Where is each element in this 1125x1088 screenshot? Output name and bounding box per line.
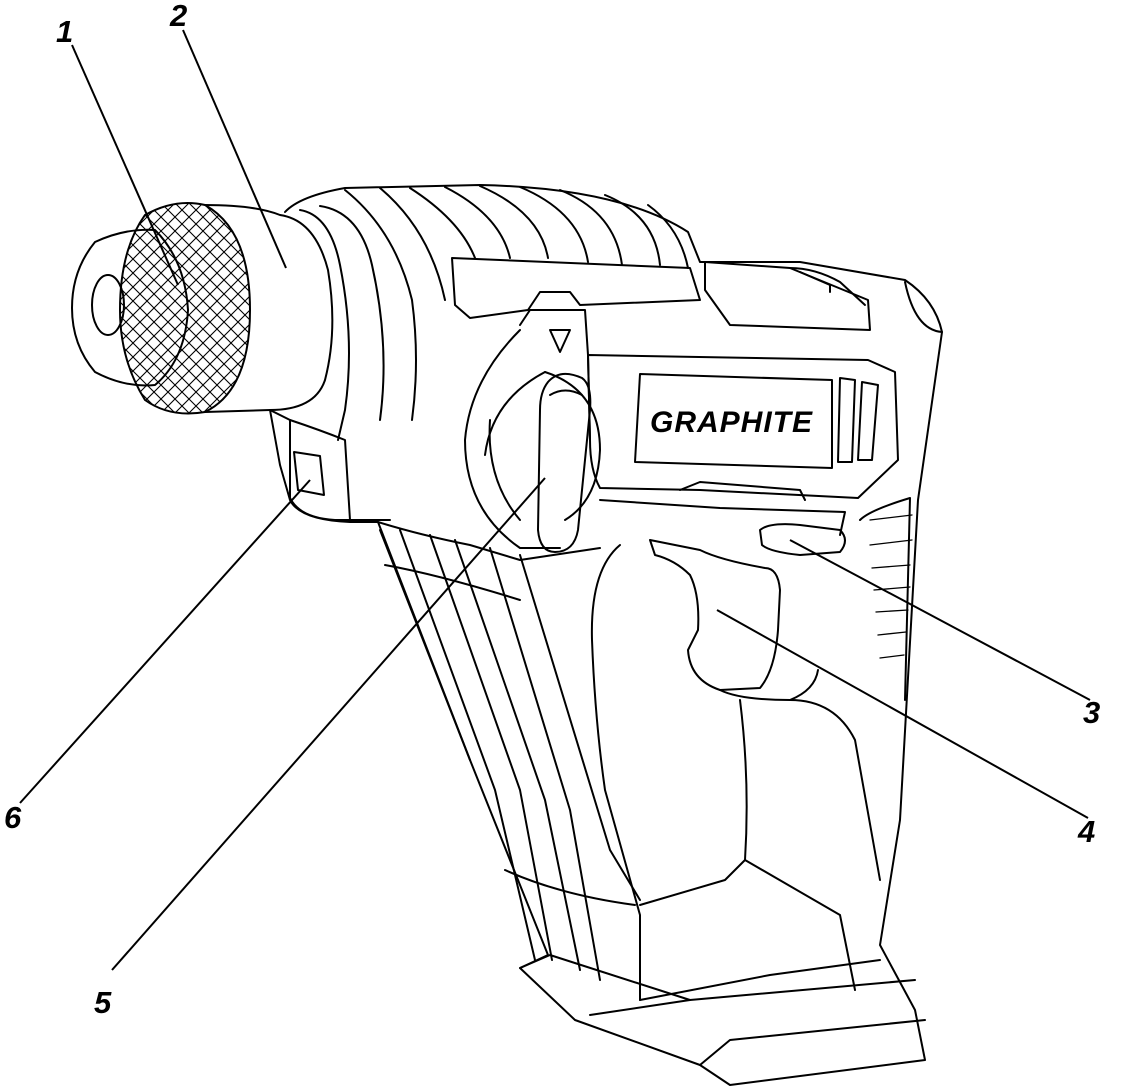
callout-5: 5 bbox=[94, 985, 112, 1020]
indicator-window bbox=[293, 451, 325, 496]
tool-chuck-nose bbox=[71, 228, 189, 387]
callout-2: 2 bbox=[169, 0, 187, 33]
main-housing bbox=[269, 184, 943, 1086]
callout-4: 4 bbox=[1077, 814, 1095, 849]
callout-3: 3 bbox=[1083, 695, 1100, 730]
callout-6: 6 bbox=[4, 800, 22, 835]
handle bbox=[377, 497, 926, 1066]
direction-switch[interactable] bbox=[759, 523, 846, 556]
knurled-sleeve bbox=[118, 202, 252, 415]
callout-1: 1 bbox=[56, 14, 73, 49]
brand-logo: GRAPHITE bbox=[650, 406, 813, 439]
chuck-collar bbox=[204, 204, 334, 421]
callout-labels: 1 2 3 4 5 6 bbox=[4, 0, 1100, 1020]
leader-lines bbox=[19, 29, 1091, 971]
mode-selector-knob[interactable] bbox=[537, 372, 592, 553]
mode-indicator-arrow bbox=[549, 329, 571, 353]
trigger[interactable] bbox=[649, 539, 819, 701]
